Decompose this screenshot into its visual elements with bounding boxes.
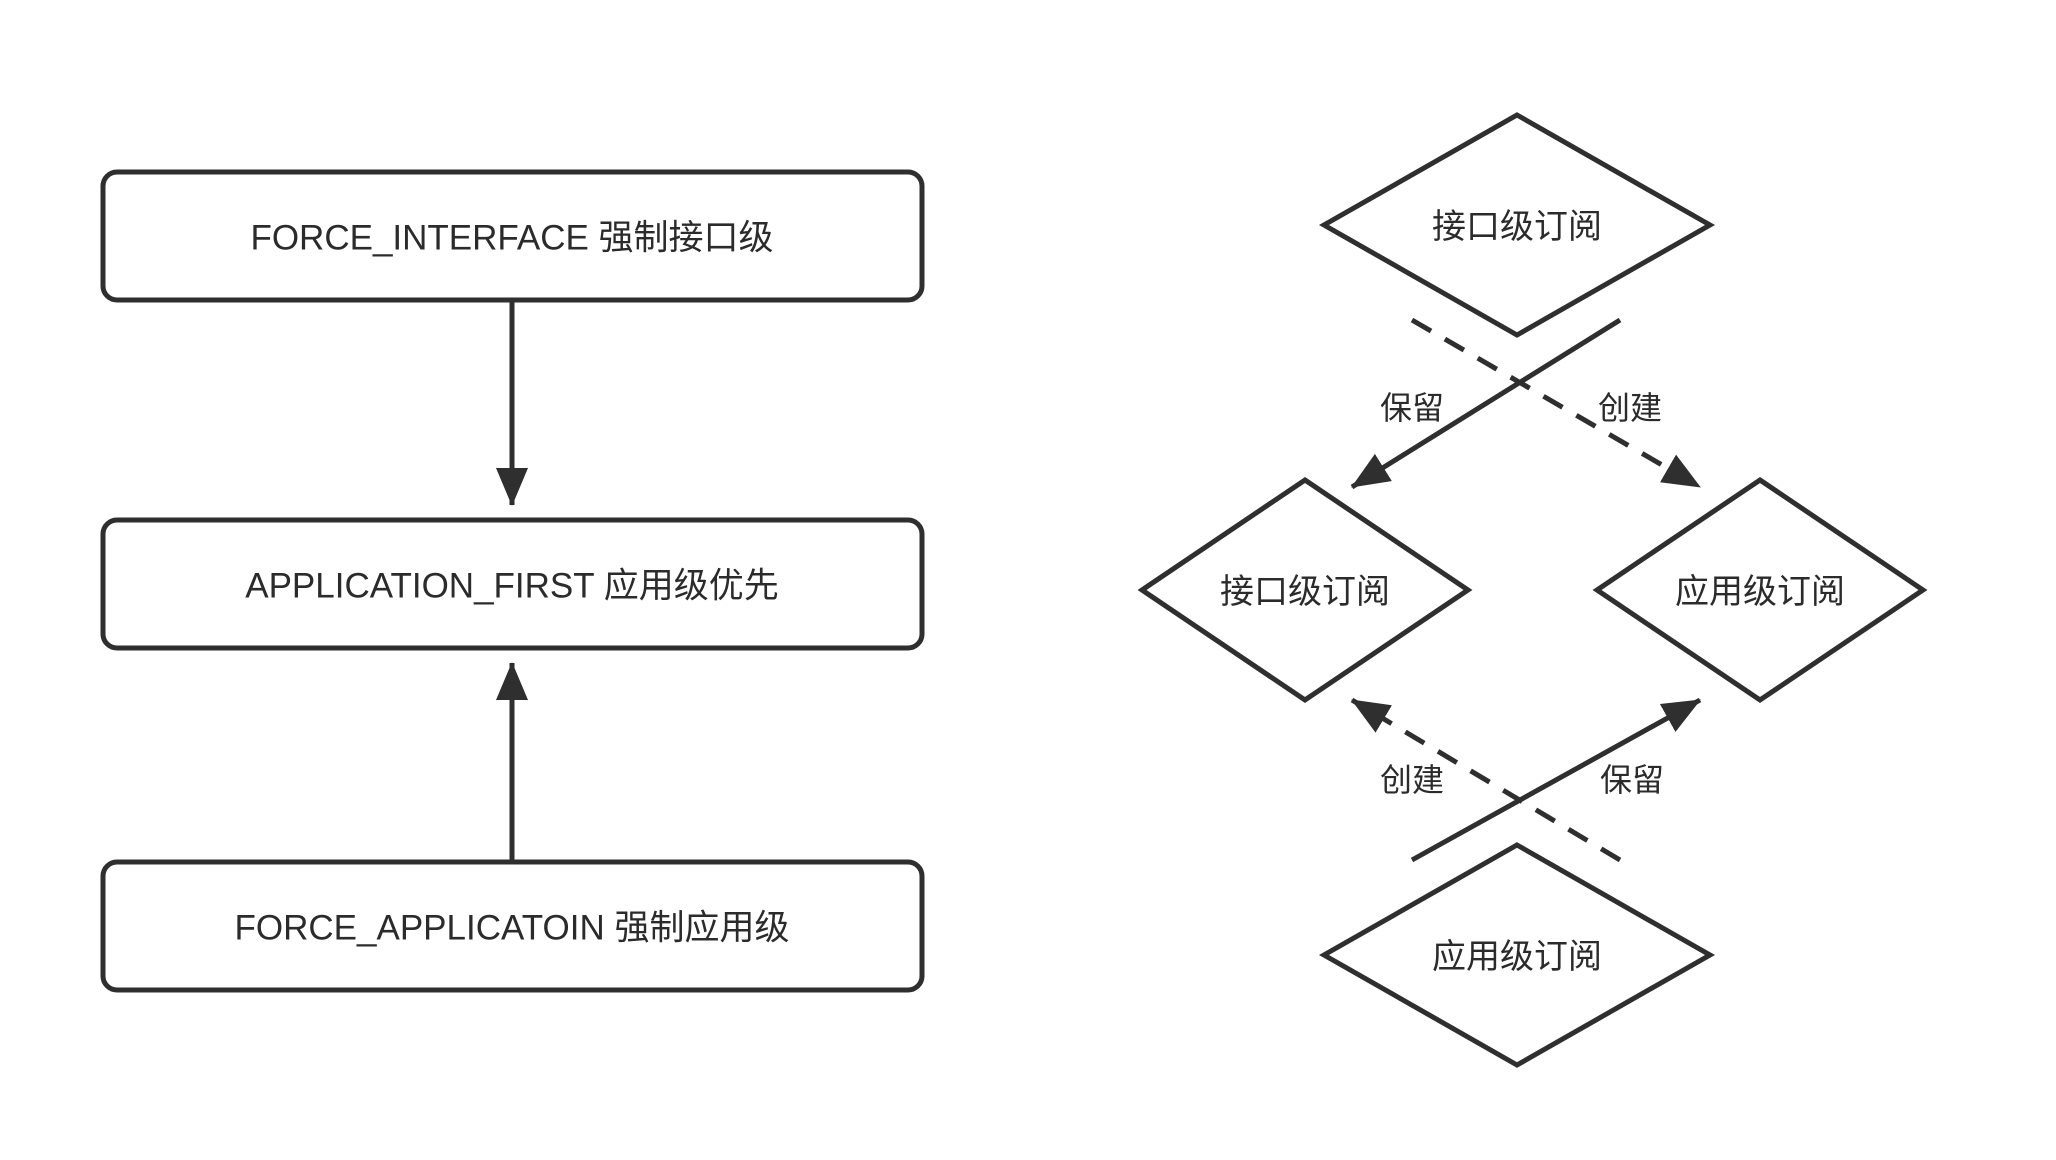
node-mid-left-diamond[interactable]: 接口级订阅: [1137, 476, 1473, 704]
edge-bottom-to-midleft-line: [1350, 697, 1622, 863]
left-flow-group: FORCE_INTERFACE 强制接口级 APPLICATION_FIRST …: [100, 169, 925, 993]
edge-label-keep-upper: 保留: [1380, 390, 1444, 426]
node-force-application-shape: [100, 859, 925, 993]
edge-top-to-midleft: [1350, 317, 1622, 490]
edge-label-keep-lower: 保留: [1600, 762, 1664, 798]
edge-top-to-midright-line: [1410, 317, 1702, 490]
node-top-diamond[interactable]: 接口级订阅: [1318, 112, 1716, 338]
node-bottom-diamond-label: 应用级订阅: [1432, 938, 1602, 976]
node-top-diamond-label: 接口级订阅: [1432, 208, 1602, 246]
edge-top-to-midleft-line: [1350, 317, 1622, 490]
edge-top-to-midright: [1410, 317, 1702, 490]
node-force-application-label: FORCE_APPLICATOIN 强制应用级: [235, 909, 790, 948]
edge-bottom-to-midright: [1410, 697, 1702, 863]
node-bottom-diamond[interactable]: 应用级订阅: [1318, 842, 1716, 1068]
node-top-diamond-shape: [1318, 112, 1716, 338]
node-force-application[interactable]: FORCE_APPLICATOIN 强制应用级: [100, 859, 925, 993]
node-force-interface-label: FORCE_INTERFACE 强制接口级: [250, 219, 773, 258]
node-force-interface[interactable]: FORCE_INTERFACE 强制接口级: [100, 169, 925, 303]
edge-bottom-to-midright-line: [1410, 697, 1702, 863]
node-mid-left-diamond-shape: [1137, 476, 1473, 704]
node-bottom-diamond-shape: [1318, 842, 1716, 1068]
node-application-first-label: APPLICATION_FIRST 应用级优先: [245, 567, 779, 606]
node-mid-left-diamond-label: 接口级订阅: [1220, 573, 1390, 611]
edge-label-create-lower: 创建: [1380, 762, 1444, 798]
node-application-first-shape: [100, 517, 925, 651]
node-mid-right-diamond-shape: [1592, 476, 1928, 704]
node-mid-right-diamond[interactable]: 应用级订阅: [1592, 476, 1928, 704]
edge-label-create-upper: 创建: [1598, 390, 1662, 426]
right-flow-group: 接口级订阅 接口级订阅 应用级订阅 应用级订阅 保留 创建 创建 保留: [1137, 112, 1928, 1068]
node-mid-right-diamond-label: 应用级订阅: [1675, 573, 1845, 611]
node-application-first[interactable]: APPLICATION_FIRST 应用级优先: [100, 517, 925, 651]
edge-bottom-to-midleft: [1350, 697, 1622, 863]
